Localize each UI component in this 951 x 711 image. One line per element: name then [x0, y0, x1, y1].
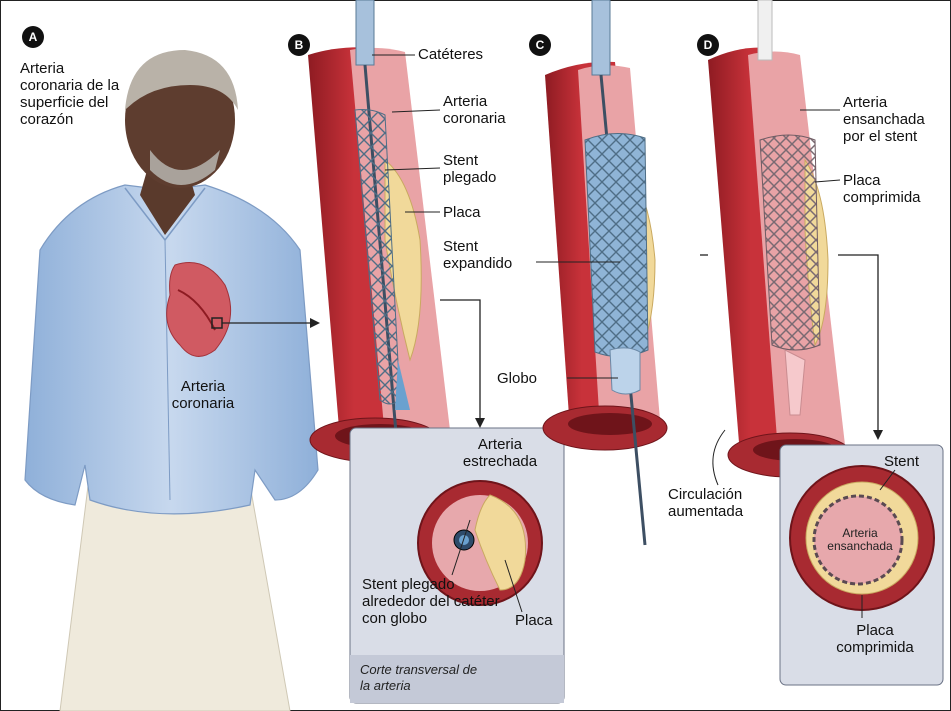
compressed-plaque-d-label: Placa comprimida — [820, 622, 930, 656]
panel-a-badge: A — [22, 26, 44, 48]
panel-c-badge: C — [529, 34, 551, 56]
panel-d-badge: D — [697, 34, 719, 56]
collapsed-stent-label: Stent plegado — [443, 152, 523, 186]
cross-section-caption: Corte transversal de la arteria — [360, 662, 490, 694]
stent-around-catheter-label: Stent plegado alrededor del catéter con … — [362, 576, 512, 627]
increased-flow-label: Circulación aumentada — [668, 486, 768, 520]
compressed-plaque-label: Placa comprimida — [843, 172, 949, 206]
widened-artery-label: Arteria ensanchada por el stent — [843, 94, 949, 145]
panel-b-badge: B — [288, 34, 310, 56]
stent-d-label: Stent — [884, 453, 919, 470]
patient-shirt — [25, 185, 318, 514]
coronary-artery-label: Arteria coronaria — [443, 93, 523, 127]
cross-section-plaque-label: Placa — [515, 612, 553, 629]
plaque-label: Placa — [443, 204, 481, 221]
vessel-d — [708, 0, 852, 477]
narrowed-artery-label: Arteria estrechada — [450, 436, 550, 470]
panel-a-title: Arteria coronaria de la superficie del c… — [20, 60, 125, 128]
heart-artery-label: Arteria coronaria — [158, 378, 248, 412]
balloon-label: Globo — [497, 370, 537, 387]
expanded-stent-label: Stent expandido — [443, 238, 533, 272]
balloon-c — [610, 348, 640, 394]
catheters-label: Catéteres — [418, 46, 483, 63]
widened-artery-center-label: Arteria ensanchada — [815, 527, 905, 553]
